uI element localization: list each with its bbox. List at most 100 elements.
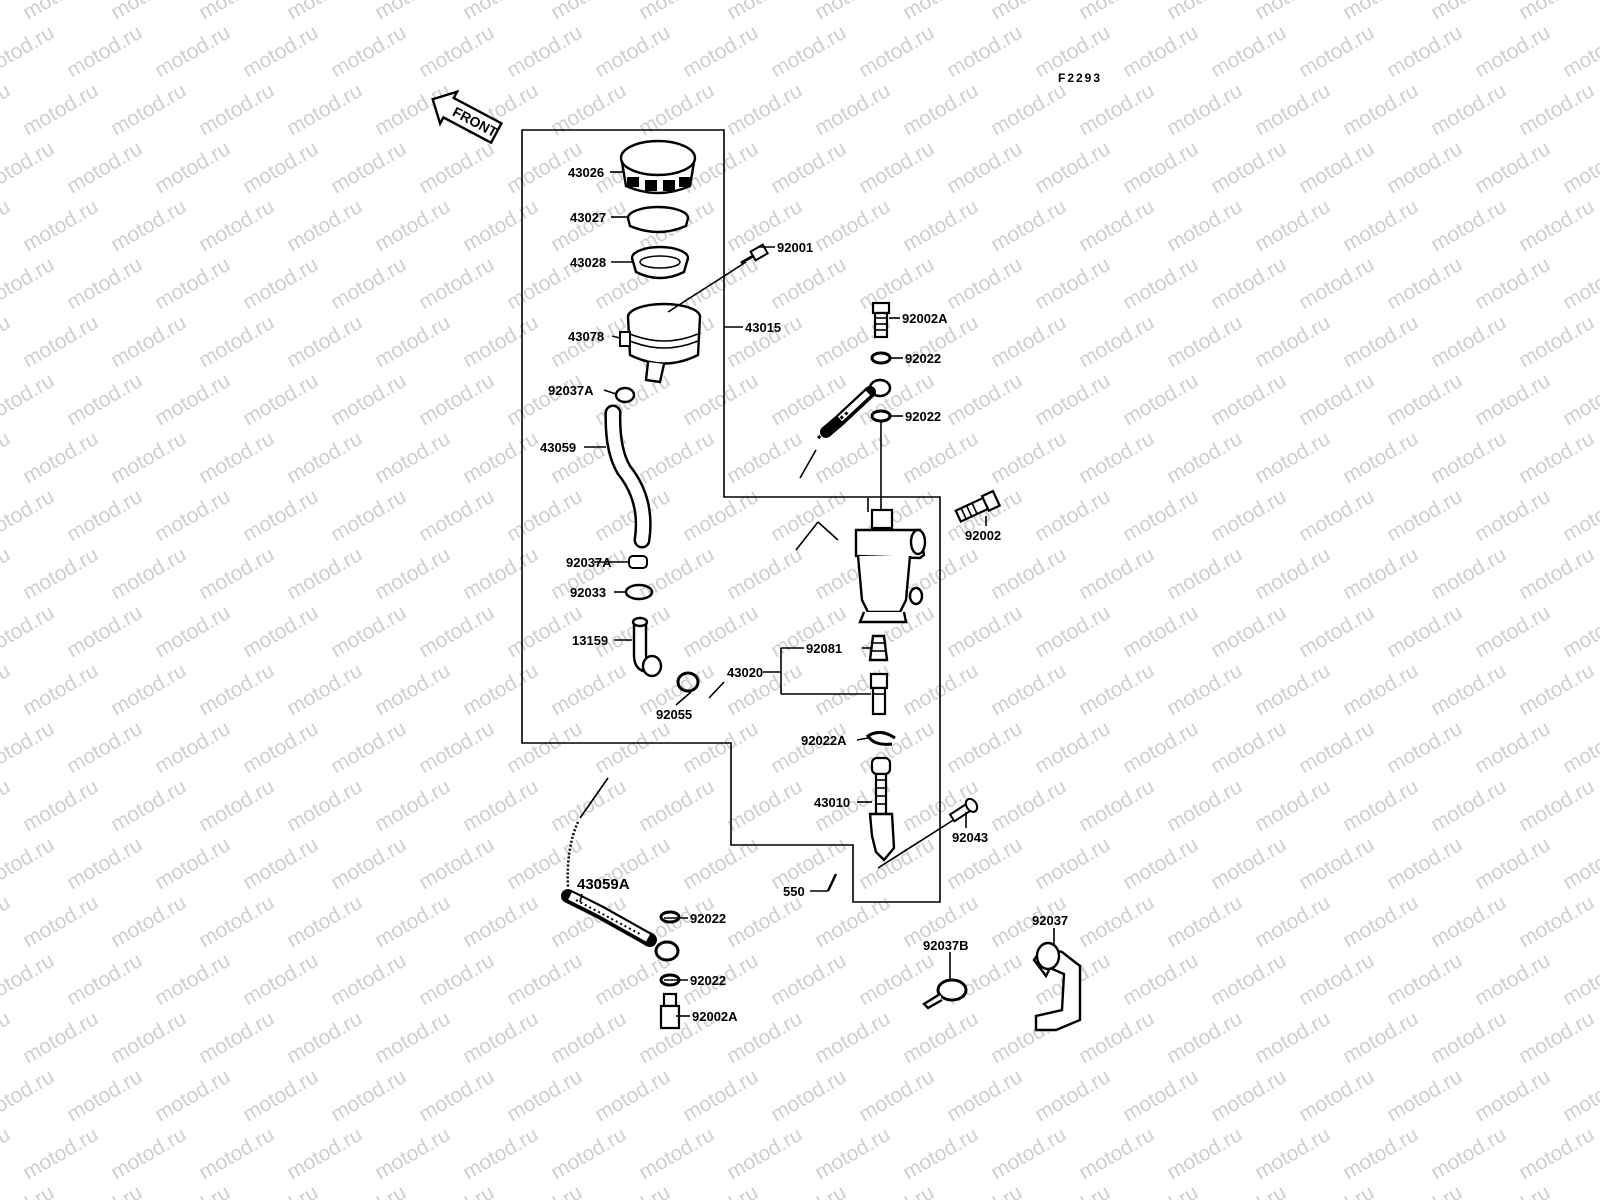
watermark-text: motod.ru (1383, 833, 1466, 894)
watermark-text: motod.ru (1295, 949, 1378, 1010)
watermark-text: motod.ru (723, 79, 806, 140)
watermark-text: motod.ru (151, 717, 234, 778)
watermark-text: motod.ru (415, 485, 498, 546)
watermark-text: motod.ru (0, 717, 58, 778)
callout-92037A-mid: 92037A (566, 555, 612, 570)
watermark-text: motod.ru (899, 1123, 982, 1184)
figure-code: F2293 (1058, 71, 1102, 85)
watermark-text: motod.ru (0, 1065, 58, 1126)
watermark-text: motod.ru (635, 1123, 718, 1184)
watermark-text: motod.ru (327, 949, 410, 1010)
watermark-text: motod.ru (0, 891, 14, 952)
watermark-text: motod.ru (415, 253, 498, 314)
watermark-text: motod.ru (1031, 601, 1114, 662)
watermark-text: motod.ru (1559, 717, 1600, 778)
watermark-text: motod.ru (503, 1065, 586, 1126)
watermark-text: motod.ru (503, 601, 586, 662)
master-cylinder-body (795, 498, 927, 624)
watermark-text: motod.ru (547, 79, 630, 140)
watermark-text: motod.ru (591, 717, 674, 778)
watermark-text: motod.ru (327, 833, 410, 894)
clamp-92037A-top (614, 386, 636, 404)
watermark-text: motod.ru (1075, 543, 1158, 604)
watermark-text: motod.ru (679, 833, 762, 894)
watermark-text: motod.ru (679, 1181, 762, 1200)
watermark-text: motod.ru (1163, 891, 1246, 952)
watermark-text: motod.ru (327, 369, 410, 430)
watermark-text: motod.ru (987, 775, 1070, 836)
watermark-text: motod.ru (855, 1065, 938, 1126)
watermark-text: motod.ru (547, 1123, 630, 1184)
watermark-text: motod.ru (987, 79, 1070, 140)
callout-550: 550 (783, 884, 805, 899)
watermark-text: motod.ru (1295, 1181, 1378, 1200)
upper-brake-hose-end (799, 378, 892, 479)
watermark-text: motod.ru (107, 891, 190, 952)
watermark-text: motod.ru (415, 833, 498, 894)
assembly-boundary (521, 129, 941, 903)
watermark-text: motod.ru (107, 1007, 190, 1068)
cotter-pin-550 (826, 873, 838, 892)
watermark-text: motod.ru (1383, 717, 1466, 778)
watermark-text: motod.ru (239, 833, 322, 894)
callout-92022A: 92022A (801, 733, 847, 748)
lower-hose-leader (579, 777, 609, 819)
watermark-text: motod.ru (1471, 369, 1554, 430)
watermark-text: motod.ru (1515, 0, 1598, 24)
watermark-text: motod.ru (0, 485, 58, 546)
watermark-text: motod.ru (1427, 891, 1510, 952)
watermark-text: motod.ru (811, 1123, 894, 1184)
callout-43078: 43078 (568, 329, 604, 344)
watermark-text: motod.ru (899, 427, 982, 488)
circlip-92033 (624, 583, 654, 601)
watermark-text: motod.ru (371, 659, 454, 720)
watermark-text: motod.ru (239, 949, 322, 1010)
watermark-text: motod.ru (283, 195, 366, 256)
watermark-text: motod.ru (1383, 253, 1466, 314)
watermark-text: motod.ru (855, 833, 938, 894)
watermark-text: motod.ru (943, 1065, 1026, 1126)
callout-43020: 43020 (727, 665, 763, 680)
watermark-text: motod.ru (767, 1181, 850, 1200)
watermark-text: motod.ru (195, 543, 278, 604)
callout-43015: 43015 (745, 320, 781, 335)
watermark-text: motod.ru (327, 485, 410, 546)
watermark-text: motod.ru (1251, 891, 1334, 952)
watermark-text: motod.ru (63, 1065, 146, 1126)
watermark-text: motod.ru (151, 137, 234, 198)
watermark-text: motod.ru (459, 659, 542, 720)
watermark-text: motod.ru (371, 891, 454, 952)
watermark-text: motod.ru (1471, 485, 1554, 546)
watermark-text: motod.ru (723, 427, 806, 488)
watermark-text: motod.ru (19, 1123, 102, 1184)
watermark-text: motod.ru (19, 195, 102, 256)
watermark-text: motod.ru (1295, 1065, 1378, 1126)
push-rod-43010 (868, 756, 896, 862)
watermark-text: motod.ru (1427, 195, 1510, 256)
watermark-text: motod.ru (1559, 137, 1600, 198)
watermark-text: motod.ru (1427, 659, 1510, 720)
watermark-text: motod.ru (1163, 775, 1246, 836)
watermark-text: motod.ru (943, 253, 1026, 314)
watermark-text: motod.ru (1119, 253, 1202, 314)
watermark-text: motod.ru (239, 601, 322, 662)
watermark-text: motod.ru (1471, 253, 1554, 314)
watermark-text: motod.ru (327, 1065, 410, 1126)
watermark-text: motod.ru (63, 601, 146, 662)
watermark-text: motod.ru (415, 1065, 498, 1126)
watermark-text: motod.ru (1559, 1181, 1600, 1200)
watermark-text: motod.ru (107, 195, 190, 256)
callout-43059A: 43059A (577, 876, 630, 893)
watermark-text: motod.ru (1251, 1123, 1334, 1184)
watermark-text: motod.ru (503, 833, 586, 894)
watermark-text: motod.ru (1207, 21, 1290, 82)
watermark-text: motod.ru (1163, 427, 1246, 488)
callout-43028: 43028 (570, 255, 606, 270)
watermark-text: motod.ru (151, 253, 234, 314)
watermark-text: motod.ru (503, 949, 586, 1010)
watermark-text: motod.ru (1383, 21, 1466, 82)
watermark-text: motod.ru (1559, 1065, 1600, 1126)
watermark-text: motod.ru (1163, 79, 1246, 140)
circlip-92022A (865, 731, 896, 746)
watermark-text: motod.ru (1559, 369, 1600, 430)
